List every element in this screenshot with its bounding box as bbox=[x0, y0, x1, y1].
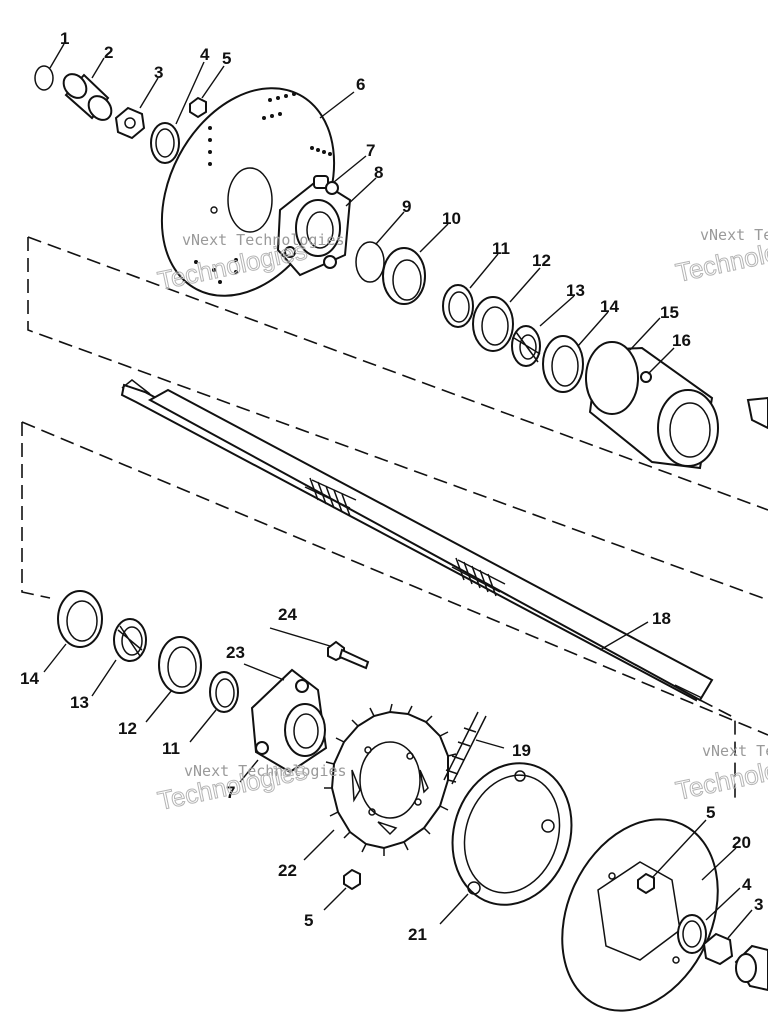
callout-15: 15 bbox=[660, 303, 679, 322]
sprocket-part bbox=[324, 703, 457, 856]
callout-14-lower: 14 bbox=[20, 669, 39, 688]
spacer-ring-part bbox=[442, 284, 474, 328]
upper-assembly-guide bbox=[27, 237, 768, 601]
lower-tapered-bearing-part bbox=[113, 618, 147, 662]
lower-bushing-part bbox=[734, 944, 768, 992]
disc-nut-part bbox=[637, 872, 655, 895]
axle-shaft-part bbox=[120, 379, 714, 702]
callout-10: 10 bbox=[442, 209, 461, 228]
lower-assembly-guide bbox=[21, 422, 51, 599]
callout-23: 23 bbox=[226, 643, 245, 662]
lower-outer-race-part bbox=[57, 590, 103, 648]
axle-spline-b bbox=[455, 557, 497, 597]
washer-part bbox=[150, 122, 180, 164]
lower-nut-part bbox=[343, 868, 361, 891]
callout-4: 4 bbox=[200, 45, 210, 64]
bearing-race-part bbox=[472, 296, 514, 352]
callout-11: 11 bbox=[492, 239, 510, 258]
retaining-ring-part bbox=[355, 241, 385, 283]
callout-4-lower: 4 bbox=[742, 875, 752, 894]
tapered-bearing-part bbox=[511, 325, 541, 367]
callout-14: 14 bbox=[600, 297, 619, 316]
callout-6: 6 bbox=[356, 75, 365, 94]
bearing-housing-part bbox=[585, 341, 719, 470]
callout-8: 8 bbox=[374, 163, 383, 182]
lower-bearing-race-part bbox=[158, 636, 202, 694]
hub-part bbox=[276, 175, 352, 277]
bolt-part bbox=[327, 640, 370, 670]
lower-assembly-guide-diag bbox=[21, 421, 768, 736]
watermark-brand-lower-right: vNext Technologies bbox=[702, 742, 768, 760]
seal-part bbox=[382, 247, 426, 305]
sprocket-teeth bbox=[324, 703, 457, 856]
callout-20: 20 bbox=[732, 833, 751, 852]
callout-labels: 1 2 3 4 5 6 7 8 9 10 11 12 13 14 15 16 1… bbox=[20, 29, 763, 944]
outer-race-part bbox=[542, 335, 584, 393]
callout-18: 18 bbox=[652, 609, 671, 628]
hex-nut-part bbox=[114, 106, 146, 140]
chain-part bbox=[443, 711, 487, 785]
callout-16: 16 bbox=[672, 331, 691, 350]
leader-lines bbox=[43, 43, 753, 939]
callout-5-disc: 5 bbox=[706, 803, 715, 822]
callout-1: 1 bbox=[60, 29, 69, 48]
callout-22: 22 bbox=[278, 861, 297, 880]
snap-ring-part bbox=[34, 65, 54, 91]
lower-hex-nut-part bbox=[702, 932, 734, 966]
sprocket-hub-part bbox=[250, 668, 328, 774]
callout-5: 5 bbox=[222, 49, 231, 68]
watermark-brand-lower: vNext Technologies bbox=[184, 762, 347, 780]
callout-3: 3 bbox=[154, 63, 163, 82]
bushing-part bbox=[62, 73, 113, 121]
edge-part bbox=[746, 396, 768, 430]
callout-12-lower: 12 bbox=[118, 719, 137, 738]
axle-spline-a bbox=[309, 477, 351, 517]
brake-caliper-ring-part bbox=[451, 762, 573, 906]
lower-washer-part bbox=[677, 914, 707, 954]
callout-21: 21 bbox=[408, 925, 427, 944]
callout-9: 9 bbox=[402, 197, 411, 216]
watermark-brand-upper: vNext Technologies bbox=[182, 231, 345, 249]
callout-7: 7 bbox=[366, 141, 375, 160]
callout-13-lower: 13 bbox=[70, 693, 89, 712]
callout-19: 19 bbox=[512, 741, 531, 760]
callout-5-lower: 5 bbox=[304, 911, 313, 930]
callout-3-lower: 3 bbox=[754, 895, 763, 914]
callout-12: 12 bbox=[532, 251, 551, 270]
callout-7-lower: 7 bbox=[226, 783, 235, 802]
lower-spacer-ring-part bbox=[209, 671, 239, 713]
callout-11-lower: 11 bbox=[162, 739, 180, 758]
callout-2: 2 bbox=[104, 43, 113, 62]
callout-13: 13 bbox=[566, 281, 585, 300]
small-nut-part bbox=[189, 96, 207, 119]
right-assembly-guide bbox=[699, 699, 736, 800]
watermark-brand-right: vNext Technologies bbox=[700, 226, 768, 244]
callout-24: 24 bbox=[278, 605, 297, 624]
upper-assembly-guide-top bbox=[27, 236, 768, 511]
